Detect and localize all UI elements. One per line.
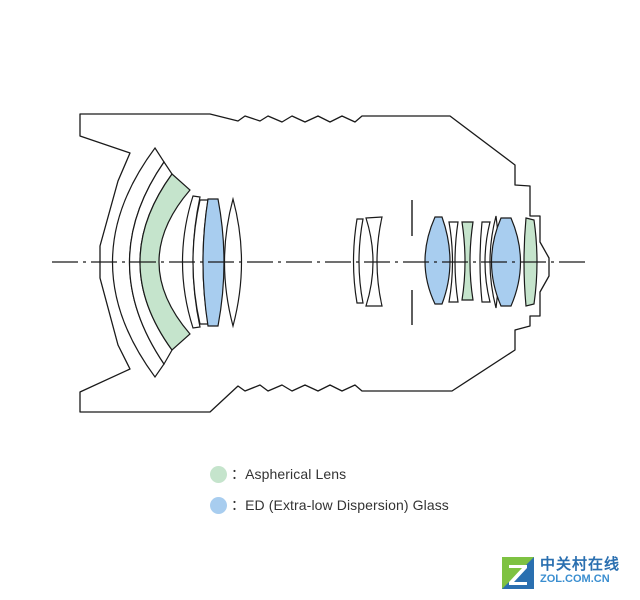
- legend-label-ed-glass: ：ED (Extra-low Dispersion) Glass: [231, 497, 449, 513]
- legend-item-aspherical: ：Aspherical Lens: [210, 463, 449, 485]
- legend-item-ed-glass: ：ED (Extra-low Dispersion) Glass: [210, 494, 449, 516]
- watermark-chinese-text: 中关村在线: [540, 556, 621, 573]
- aspherical-meniscus-lens: [139, 173, 191, 351]
- watermark: 中关村在线 ZOL.COM.CN: [500, 553, 630, 593]
- aspherical-swatch: [210, 465, 227, 483]
- aspherical-lens-rear-1: [461, 221, 474, 301]
- watermark-domain-text: ZOL.COM.CN: [540, 573, 610, 585]
- ed-glass-swatch: [210, 496, 227, 514]
- zol-logo-icon: [502, 557, 534, 589]
- ed-glass-lens-rear-1: [424, 216, 451, 305]
- legend: ：Aspherical Lens ：ED (Extra-low Dispersi…: [210, 463, 449, 525]
- legend-label-aspherical: ：Aspherical Lens: [231, 466, 347, 482]
- middle-lens-1: [352, 218, 364, 304]
- rear-lens-4: [479, 221, 491, 303]
- lens-barrel-outline: [79, 113, 550, 413]
